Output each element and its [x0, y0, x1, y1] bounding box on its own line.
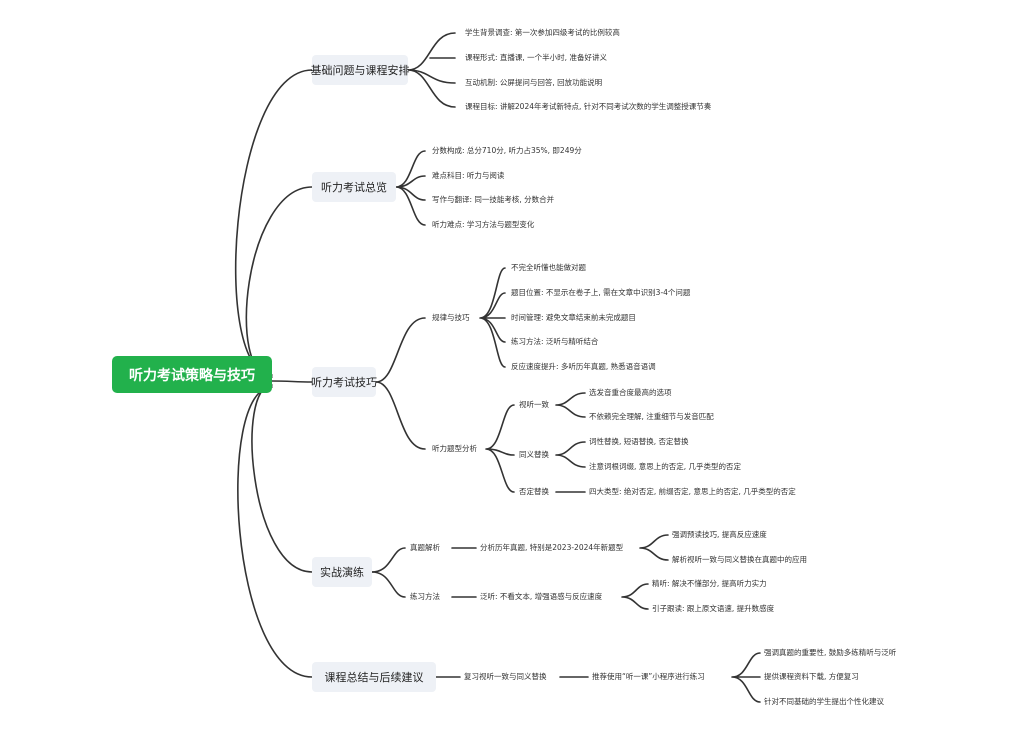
link-b3-rules	[375, 317, 426, 383]
link-types-subs	[485, 404, 515, 493]
leaf-synonym-1[interactable]: 词性替换, 短语替换, 否定替换	[589, 437, 689, 446]
leaf-visual-1[interactable]: 选发音重合度最高的选项	[589, 388, 672, 397]
leaf-b2-1[interactable]: 分数构成: 总分710分, 听力占35%, 即249分	[432, 146, 582, 155]
sub-synonym[interactable]: 同义替换	[519, 450, 549, 459]
link-rules-leaves	[479, 267, 506, 368]
leaf-synonym-2[interactable]: 注意词根词缀, 意思上的否定, 几乎类型的否定	[589, 462, 742, 471]
leaf-rules-1[interactable]: 不完全听懂也能做对题	[511, 263, 586, 272]
leaf-b1-2[interactable]: 课程形式: 直播课, 一个半小时, 准备好讲义	[465, 53, 607, 62]
link-root-b4	[251, 384, 313, 573]
link-practice-leaves	[621, 583, 649, 610]
link-visual-leaves	[555, 392, 586, 418]
leaf-rules-4[interactable]: 练习方法: 泛听与精听结合	[511, 337, 599, 346]
leaf-rules-5[interactable]: 反应速度提升: 多听历年真题, 熟悉语音语调	[511, 362, 656, 371]
leaf-b2-2[interactable]: 难点科目: 听力与阅读	[432, 171, 505, 180]
link-b4-exam	[371, 547, 406, 573]
link-b2-bracket	[395, 150, 426, 226]
leaf-rules-2[interactable]: 题目位置: 不显示在卷子上, 需在文章中识别3-4个问题	[511, 288, 691, 297]
sub-visual-match[interactable]: 视听一致	[519, 400, 549, 409]
mid-practice-method[interactable]: 泛听: 不看文本, 增强语感与反应速度	[480, 592, 603, 601]
leaf-b1-3[interactable]: 互动机制: 公屏提问与回答, 回放功能说明	[465, 78, 603, 87]
leaf-practice-2[interactable]: 引子跟读: 跟上原文语速, 提升数感度	[652, 604, 775, 613]
branch-overview[interactable]: 听力考试总览	[312, 172, 396, 202]
link-b5-leaves	[731, 652, 761, 703]
branch-practice[interactable]: 实战演练	[312, 557, 372, 587]
branch-summary[interactable]: 课程总结与后续建议	[312, 662, 436, 692]
leaf-practice-1[interactable]: 精听: 解决不懂部分, 提高听力实力	[652, 579, 767, 588]
sub-rules[interactable]: 规律与技巧	[432, 313, 470, 322]
leaf-visual-2[interactable]: 不依赖完全理解, 注重细节与发音匹配	[589, 412, 714, 421]
leaf-b1-1[interactable]: 学生背景调查: 第一次参加四级考试的比例较高	[465, 28, 620, 37]
leaf-b2-3[interactable]: 写作与翻译: 同一技能考核, 分数合并	[432, 195, 555, 204]
branch-basics[interactable]: 基础问题与课程安排	[311, 55, 410, 85]
sub-practice-method[interactable]: 练习方法	[410, 592, 440, 601]
link-b1-bracket	[407, 32, 456, 108]
root-node[interactable]: 听力考试策略与技巧	[112, 356, 272, 393]
leaf-exam-2[interactable]: 解析视听一致与同义替换在真题中的应用	[672, 555, 807, 564]
leaf-negation-1[interactable]: 四大类型: 绝对否定, 前缀否定, 意思上的否定, 几乎类型的否定	[589, 487, 796, 496]
sub-question-types[interactable]: 听力题型分析	[432, 444, 477, 453]
link-root-b3	[271, 380, 313, 383]
sub-negation[interactable]: 否定替换	[519, 487, 549, 496]
leaf-summary-3[interactable]: 针对不同基础的学生提出个性化建议	[764, 697, 884, 706]
mid-exam-analysis[interactable]: 分析历年真题, 特别是2023-2024年新题型	[480, 543, 624, 552]
chain-app[interactable]: 推荐使用“听一课”小程序进行练习	[592, 672, 705, 681]
link-exam-leaves	[639, 534, 669, 561]
leaf-summary-2[interactable]: 提供课程资料下载, 方便复习	[764, 672, 859, 681]
leaf-b2-4[interactable]: 听力难点: 学习方法与题型变化	[432, 220, 535, 229]
link-b3-types	[375, 381, 426, 450]
leaf-rules-3[interactable]: 时间管理: 避免文章结束前未完成题目	[511, 313, 636, 322]
sub-exam-analysis[interactable]: 真题解析	[410, 543, 440, 552]
leaf-summary-1[interactable]: 强调真题的重要性, 鼓励多练精听与泛听	[764, 648, 897, 657]
link-synonym-leaves	[555, 441, 586, 468]
link-root-b2	[245, 186, 313, 378]
link-root-b5	[237, 386, 313, 678]
link-b4-practice	[371, 571, 406, 598]
leaf-b1-4[interactable]: 课程目标: 讲解2024年考试新特点, 针对不同考试次数的学生调整授课节奏	[465, 102, 712, 111]
branch-techniques[interactable]: 听力考试技巧	[311, 367, 377, 397]
leaf-exam-1[interactable]: 强调预读技巧, 提高反应速度	[672, 530, 767, 539]
chain-review[interactable]: 复习视听一致与同义替换	[464, 672, 547, 681]
